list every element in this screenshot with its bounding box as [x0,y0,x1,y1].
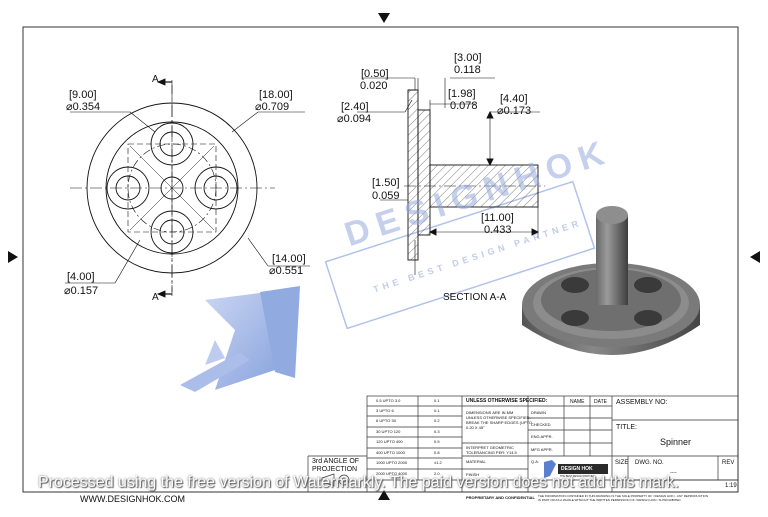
dim-bore-secondary: ⌀0.094 [337,113,372,125]
logo-tagline: THE BEST DESIGN PARTNER [560,475,595,478]
footer-proprietary: PROPRIETARY AND CONFIDENTIAL [466,495,535,500]
approval-mfg: MFG APPR. [531,447,553,452]
title-label: TITLE: [616,424,638,431]
notes-line2: UNLESS OTHERWISE SPECIFIED, [466,415,531,420]
dim-outer-secondary: ⌀0.551 [269,265,304,277]
size-label: SIZE [615,460,629,466]
tolerance-value: 0.5 [434,439,440,444]
overlay-watermark: Processed using the free version of Wate… [38,474,679,491]
approval-drawn: DRAWN [531,410,546,415]
notes-finish: FINISH [466,472,480,477]
tolerance-range: 3 UPTO 6 [376,408,394,413]
tolerance-range: 0.5 UPTO 3.0 [376,398,401,403]
footer-disclaimer2: IN PART OR AS A WHOLE WITHOUT THE WRITTE… [538,498,682,502]
right-center-mark [750,251,760,263]
dim-flange-secondary: 0.020 [360,80,388,92]
approvals-date-header: DATE [594,399,607,405]
notes-line1: DIMENSIONS ARE IN MM [466,410,514,415]
tolerance-value: 0.1 [434,408,440,413]
projection-line1: 3rd ANGLE OF [312,458,360,465]
drawing-title: Spinner [660,437,692,447]
dim-hub-primary: [1.50] [372,177,400,189]
notes-material: MATERIAL [466,459,486,464]
tolerance-range: 400 UPTO 1000 [376,450,405,455]
front-view [65,78,310,298]
designhok-logo [544,460,608,478]
footer-disclaimer1: THE INFORMATION CONTAINED IN THIS DRAWIN… [538,494,709,498]
notes-interp2: TOLERANCING PER: Y14.5 [466,450,517,455]
title-block-lines [307,395,739,493]
section-mark-bottom: A [152,292,159,303]
dwg-label: DWG. NO. [635,460,664,466]
dim-bore-primary: [2.40] [341,101,369,113]
tolerance-range: 120 UPTO 400 [376,439,403,444]
dim-bolt-circle-primary: [18.00] [259,89,293,101]
tolerance-value: 2.0 [434,471,440,476]
approval-checked: CHECKED [531,422,551,427]
dim-bolt-circle-secondary: ⌀0.709 [255,101,290,113]
approvals-name-header: NAME [570,399,585,405]
dim-shaft-secondary: ⌀0.173 [497,105,532,117]
section-title: SECTION A-A [443,292,507,303]
top-center-mark [378,13,390,23]
notes-header: UNLESS OTHERWISE SPECIFIED: [466,398,548,404]
dim-hub-secondary: 0.059 [372,190,400,202]
left-center-mark [8,251,18,263]
assembly-label: ASSEMBLY NO: [616,399,668,406]
dim-flange-primary: [0.50] [361,68,389,80]
logo-name: DESIGN HOK [561,466,593,472]
projection-symbol [321,473,350,487]
approval-eng: ENG APPR. [531,434,553,439]
tolerance-value: ±1.2 [434,460,442,465]
tolerance-value: 0.1 [434,398,440,403]
dim-hole-secondary: ⌀0.354 [66,101,101,113]
dim-shaftlen-primary: [11.00] [481,212,514,224]
notes-line3: BREAK THE SHARP EDGES (UPTO [466,420,533,425]
dim-shaft-primary: [4.40] [500,93,528,105]
bg-text-watermark [324,180,596,330]
tolerance-value: 0.8 [434,450,440,455]
rev-label: REV [722,460,735,466]
section-mark-top: A [152,74,159,85]
dim-depth198-secondary: 0.078 [450,100,478,112]
scale-value: 1:19 [725,483,737,489]
iso-render [522,206,700,355]
dwg-value: ---- [670,470,677,476]
notes-line4: 0.20 X 45° [466,425,485,430]
projection-line2: PROJECTION [312,466,358,473]
dim-small-hole-secondary: ⌀0.157 [64,285,99,297]
approval-qa: Q.A. [531,459,540,464]
bottom-center-mark [378,490,390,500]
dim-small-hole-primary: [4.00] [67,271,95,283]
dim-hole-primary: [9.00] [69,89,97,101]
dim-outer-primary: [14.00] [272,253,306,265]
dim-depth3-primary: [3.00] [454,52,482,64]
tolerance-range: 1000 UPTO 2000 [376,460,408,465]
tolerance-value: 0.3 [434,429,440,434]
tolerance-range: 30 UPTO 120 [376,429,401,434]
notes-interp1: INTERPRET GEOMETRIC [466,445,514,450]
website-link[interactable]: WWW.DESIGNHOK.COM [80,494,185,504]
dim-depth198-primary: [1.98] [448,88,476,100]
tolerance-range: 2000 UPTO 4000 [376,471,408,476]
tolerance-range: 6 UPTO 30 [376,418,396,423]
section-view [357,77,545,275]
dim-shaftlen-secondary: 0.433 [484,224,512,236]
dim-depth3-secondary: 0.118 [454,64,481,76]
tolerance-value: 0.2 [434,418,440,423]
bg-logo-mark [180,286,300,392]
